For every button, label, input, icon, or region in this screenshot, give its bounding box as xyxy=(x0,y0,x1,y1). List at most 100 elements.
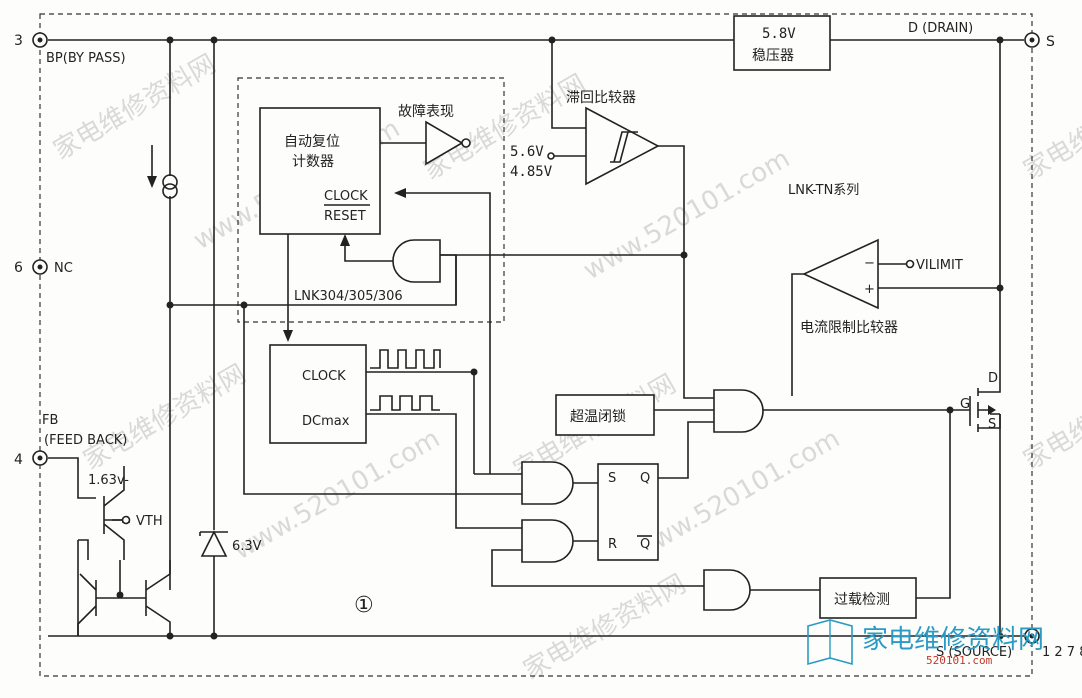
ff-q-label: Q xyxy=(640,471,650,486)
osc-arrow xyxy=(283,330,293,342)
counter-reset: RESET xyxy=(324,209,366,224)
mos-drain-label: D xyxy=(988,371,998,386)
watermark-logo-text: 家电维修资料网 xyxy=(862,625,1044,655)
cmp2-output xyxy=(791,273,804,396)
overload-and-gate xyxy=(703,569,751,611)
regulator-name: 稳压器 xyxy=(752,48,794,64)
nc-to-and xyxy=(243,305,522,495)
dcmax-waveform xyxy=(370,395,440,411)
pin-fb-sublabel: (FEED BACK) xyxy=(44,433,127,448)
hysteresis-comparator xyxy=(585,106,660,186)
osc-dcmax-label: DCmax xyxy=(302,414,350,429)
ff-r-label: R xyxy=(608,537,617,552)
and-to-ff xyxy=(573,482,598,542)
auto-reset-counter xyxy=(259,107,381,235)
overload-to-and xyxy=(750,589,820,591)
lnk-models: LNK304/305/306 xyxy=(294,289,403,304)
overload-detect-block xyxy=(819,577,917,619)
cmp2-plus: + xyxy=(864,282,875,297)
fault-label: 故障表现 xyxy=(398,104,454,120)
cmp2-inputs xyxy=(878,263,1000,289)
pin-s-label: S xyxy=(1046,34,1055,50)
current-cmp-label: 电流限制比较器 xyxy=(800,320,898,336)
pin-fb-label: FB xyxy=(42,413,58,428)
counter-clock: CLOCK xyxy=(324,189,368,204)
mos-gate-label: G xyxy=(960,397,970,412)
watermark-logo: 家电维修资料网 520101.com xyxy=(807,619,1044,667)
v163-label: 1.63v- xyxy=(88,473,129,488)
and-to-reset xyxy=(344,236,393,262)
set-and-gate xyxy=(521,461,574,505)
drain-label: D (DRAIN) xyxy=(908,21,973,36)
current-limit-comparator xyxy=(802,238,879,310)
mos-source-label: S xyxy=(988,417,996,432)
current-arrow-head xyxy=(147,176,157,188)
fb-transistors xyxy=(77,466,171,636)
current-source-symbol xyxy=(162,174,178,199)
oscillator-outputs xyxy=(366,371,522,529)
ref-terminal xyxy=(547,152,555,160)
fb-input xyxy=(48,457,96,499)
watermark-text: www.520101.com xyxy=(629,424,846,566)
inverter-bubble xyxy=(461,138,471,148)
source-pin-numbers: 1 2 7 8 xyxy=(1042,645,1082,660)
pin-nc-number: 6 xyxy=(14,260,23,276)
watermark-layer: 家电维修资料网 www.520101.com 家电维修资料网 www.52010… xyxy=(49,49,1082,686)
pin-source xyxy=(1024,628,1040,644)
clock-feedback-line xyxy=(396,192,491,474)
osc-clock-label: CLOCK xyxy=(302,369,346,384)
ff-s-label: S xyxy=(608,471,616,486)
vth-label: VTH xyxy=(136,514,163,529)
q-to-and xyxy=(658,421,714,479)
regulator-block xyxy=(733,15,831,71)
cmp-plus-input xyxy=(551,40,586,129)
watermark-logo-url: 520101.com xyxy=(926,654,993,667)
reset-and-input xyxy=(491,549,704,587)
sr-flipflop xyxy=(597,463,659,561)
reset-arrow xyxy=(340,234,350,246)
watermark-text: 家电维修资料网 xyxy=(1019,359,1082,476)
counter-title: 自动复位 xyxy=(284,133,340,150)
zener-diode xyxy=(199,530,228,557)
chip-boundary xyxy=(39,13,1033,677)
series-label: LNK-TN系列 xyxy=(788,183,859,198)
pin-s-right xyxy=(1024,32,1040,48)
reset-and-gate xyxy=(521,519,574,563)
ff-qbar-label: Q xyxy=(640,537,650,552)
watermark-text: 家电维修资料网 xyxy=(1019,69,1082,186)
overload-label: 过载检测 xyxy=(834,592,890,608)
vth-terminal xyxy=(121,515,131,525)
clock-waveform xyxy=(370,349,441,369)
lnk304-region xyxy=(237,77,505,323)
pin-bp-number: 3 xyxy=(14,33,23,49)
main-and-gate xyxy=(713,389,764,433)
counter-and-gate xyxy=(392,239,441,283)
source-label: S (SOURCE) xyxy=(936,645,1012,660)
watermark-text: 家电维修资料网 xyxy=(79,359,252,476)
watermark-text: 家电维修资料网 xyxy=(49,49,222,166)
hysteresis-symbol xyxy=(610,131,638,163)
power-mosfet xyxy=(969,368,1001,432)
ref-high: 5.6V xyxy=(510,144,544,160)
regulator-voltage: 5.8V xyxy=(762,26,796,42)
pin-bp xyxy=(32,32,48,48)
hysteresis-label: 滞回比较器 xyxy=(566,90,636,106)
cmp-output-line xyxy=(658,145,714,399)
pin-nc xyxy=(32,259,48,275)
ref-low: 4.85V xyxy=(510,164,553,180)
pin-nc-label: NC xyxy=(54,261,73,276)
vilimit-terminal xyxy=(905,259,915,269)
pin-fb-number: 4 xyxy=(14,452,23,468)
pin-fb xyxy=(32,450,48,466)
zener-label: 6.3V xyxy=(232,539,262,554)
circle-marker: ① xyxy=(354,593,374,618)
vilimit-label: VILIMIT xyxy=(916,258,963,273)
counter-subtitle: 计数器 xyxy=(292,154,334,170)
fault-inverter xyxy=(425,120,464,166)
clock-arrow xyxy=(394,188,406,198)
cmp2-minus: − xyxy=(864,256,875,271)
overload-input xyxy=(916,410,951,599)
thermal-label: 超温闭锁 xyxy=(570,409,626,425)
